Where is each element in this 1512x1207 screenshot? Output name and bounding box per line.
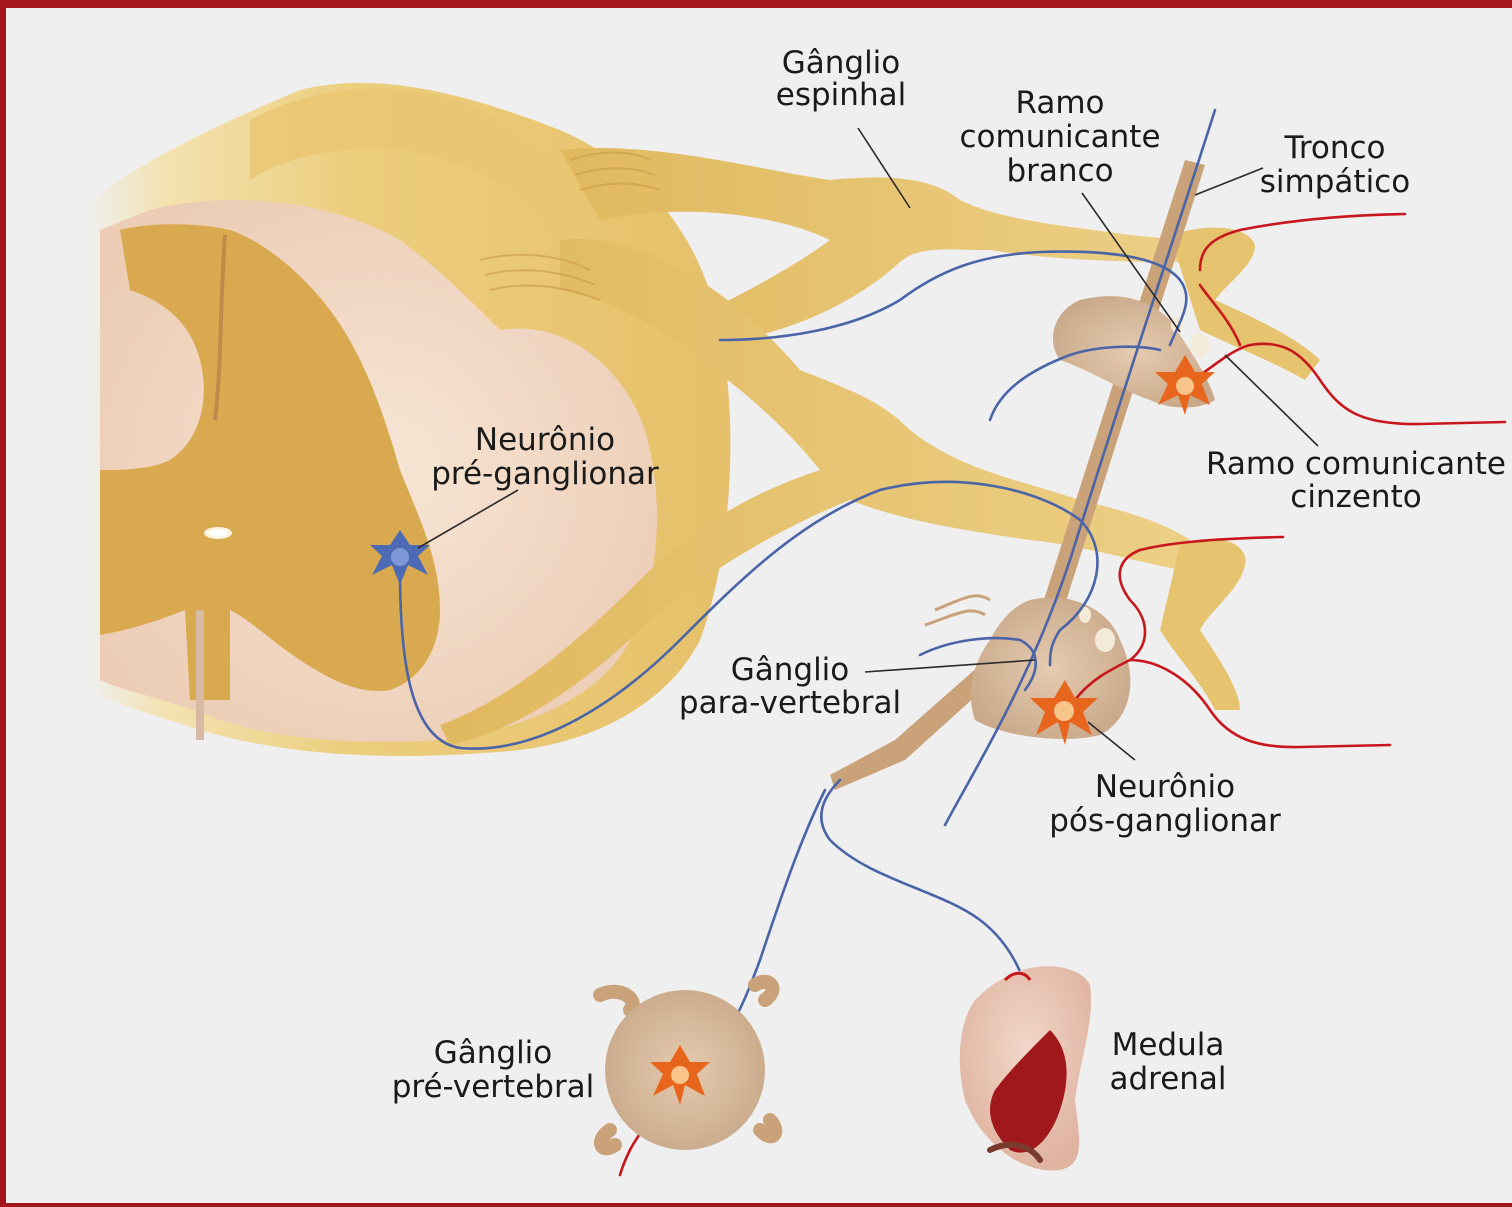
label-line: Neurônio <box>1095 769 1235 805</box>
adrenal-gland <box>960 966 1091 1170</box>
label-ganglio-para-vertebral: Gânglio para-vertebral <box>679 652 901 721</box>
label-line: pré-vertebral <box>392 1069 595 1105</box>
label-line: Ramo <box>1015 85 1104 121</box>
label-ramo-comunicante-cinzento: Ramo comunicante cinzento <box>1206 446 1506 515</box>
label-line: cinzento <box>1290 479 1421 515</box>
label-ramo-comunicante-branco: Ramo comunicante branco <box>959 85 1160 189</box>
label-line: Gânglio <box>434 1035 553 1071</box>
label-line: Gânglio <box>731 652 850 688</box>
label-ganglio-pre-vertebral: Gânglio pré-vertebral <box>392 1035 595 1105</box>
prevertebral-ganglion <box>600 982 775 1150</box>
label-medula-adrenal: Medula adrenal <box>1109 1027 1226 1097</box>
label-line: adrenal <box>1109 1061 1226 1097</box>
label-line: Medula <box>1112 1027 1225 1063</box>
label-line: para-vertebral <box>679 685 901 721</box>
label-line: Gânglio <box>782 45 901 81</box>
label-line: Neurônio <box>475 422 615 458</box>
label-line: Tronco <box>1283 130 1385 166</box>
label-line: espinhal <box>776 77 906 113</box>
label-tronco-simpatico: Tronco simpático <box>1260 130 1410 200</box>
label-line: comunicante <box>959 119 1160 155</box>
label-line: pré-ganglionar <box>431 456 659 492</box>
label-neuronio-pos-ganglionar: Neurônio pós-ganglionar <box>1049 769 1281 839</box>
label-line: pós-ganglionar <box>1049 803 1281 839</box>
label-line: Ramo comunicante <box>1206 446 1506 482</box>
label-ganglio-espinhal: Gânglio espinhal <box>776 45 906 113</box>
label-line: simpático <box>1260 164 1410 200</box>
label-line: branco <box>1006 153 1113 189</box>
